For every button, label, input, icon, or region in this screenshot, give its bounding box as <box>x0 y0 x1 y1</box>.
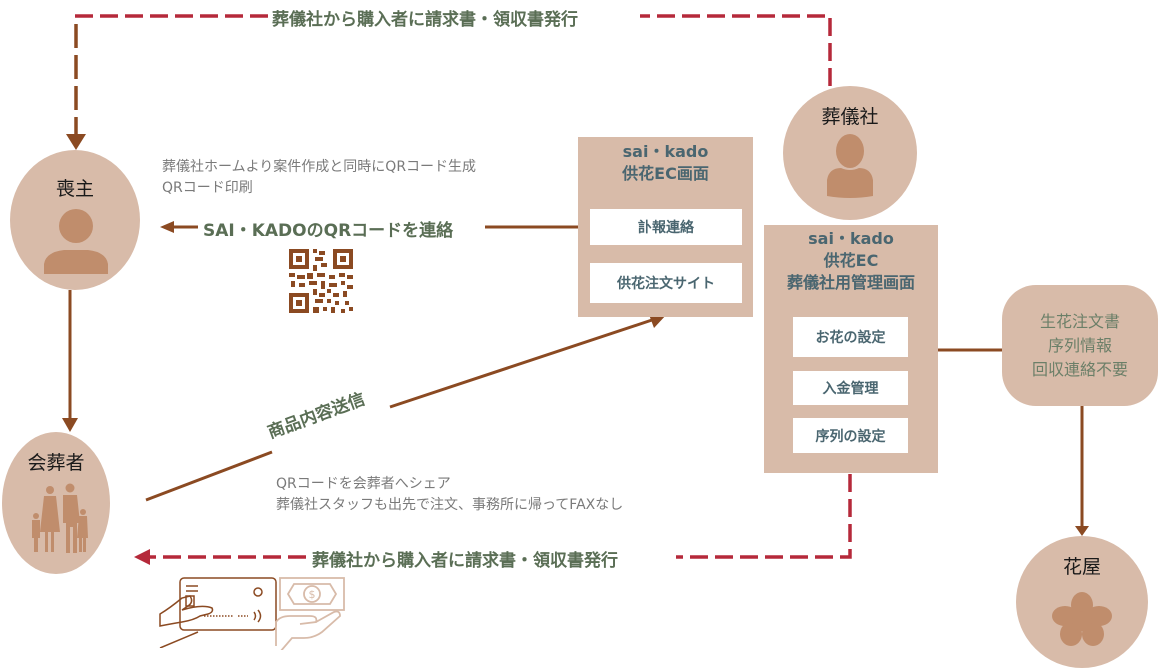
attendee-node[interactable]: 会葬者 <box>2 432 110 574</box>
qr-contact-connector <box>160 221 578 233</box>
obituary-notice-button[interactable]: 訃報連絡 <box>590 209 742 245</box>
note-line: 葬儀社スタッフも出先で注文、事務所に帰ってFAXなし <box>276 497 624 513</box>
admin-screen-panel: sai・kado 供花EC 葬儀社用管理画面 お花の設定 入金管理 序列の設定 <box>764 225 938 473</box>
payment-management-button[interactable]: 入金管理 <box>793 371 908 405</box>
arrow-head-down <box>66 134 86 150</box>
family-icon <box>32 483 88 553</box>
panel-title-line: sai・kado <box>622 142 709 161</box>
panel-title-line: 供花EC画面 <box>622 164 709 183</box>
info-line: 序列情報 <box>1047 335 1112 355</box>
ec-panel-title: sai・kado 供花EC画面 <box>578 137 753 185</box>
panel-title-line: 供花EC <box>823 251 879 270</box>
flower-settings-button[interactable]: お花の設定 <box>793 317 908 357</box>
panel-title-line: sai・kado <box>808 229 894 248</box>
florist-node[interactable]: 花屋 <box>1016 536 1148 668</box>
cash-payment-icon: $ <box>275 577 345 650</box>
node-label: 花屋 <box>1062 556 1101 578</box>
bottom-billing-label: 葬儀社から購入者に請求書・領収書発行 <box>312 551 618 571</box>
note-line: 葬儀社ホームより案件作成と同時にQRコード生成 <box>162 159 477 175</box>
note-line: QRコード印刷 <box>162 180 253 196</box>
funeral-home-node[interactable]: 葬儀社 <box>783 86 917 220</box>
product-send-connector <box>145 312 667 502</box>
qr-code-icon <box>289 249 353 313</box>
person-icon <box>44 209 108 274</box>
node-label: 喪主 <box>55 178 94 200</box>
chief-mourner-node[interactable]: 喪主 <box>10 150 140 290</box>
flower-order-site-button[interactable]: 供花注文サイト <box>590 263 742 303</box>
order-settings-button[interactable]: 序列の設定 <box>793 418 908 453</box>
qr-contact-label: SAI・KADOのQRコードを連絡 <box>203 221 454 241</box>
top-billing-label: 葬儀社から購入者に請求書・領収書発行 <box>272 10 578 30</box>
person-icon <box>827 134 873 198</box>
mourner-to-attendee-connector <box>62 290 78 432</box>
node-label: 葬儀社 <box>821 106 879 128</box>
info-line: 回収連絡不要 <box>1031 359 1128 379</box>
order-info-box: 生花注文書 序列情報 回収連絡不要 <box>1002 285 1158 406</box>
info-to-florist-connector <box>1075 406 1089 536</box>
bottom-billing-connector <box>134 474 852 565</box>
top-billing-connector <box>66 14 832 150</box>
note-line: QRコードを会葬者へシェア <box>276 476 451 492</box>
flower-icon <box>1052 592 1112 646</box>
node-label: 会葬者 <box>27 452 85 474</box>
qr-generation-note: 葬儀社ホームより案件作成と同時にQRコード生成 QRコード印刷 <box>162 157 476 199</box>
panel-title-line: 葬儀社用管理画面 <box>786 273 915 292</box>
ec-screen-panel: sai・kado 供花EC画面 訃報連絡 供花注文サイト <box>578 137 753 317</box>
credit-card-icon <box>159 577 277 648</box>
qr-share-note: QRコードを会葬者へシェア 葬儀社スタッフも出先で注文、事務所に帰ってFAXなし <box>276 474 623 516</box>
svg-text:$: $ <box>309 588 316 601</box>
admin-panel-title: sai・kado 供花EC 葬儀社用管理画面 <box>764 225 938 294</box>
info-line: 生花注文書 <box>1039 311 1120 331</box>
